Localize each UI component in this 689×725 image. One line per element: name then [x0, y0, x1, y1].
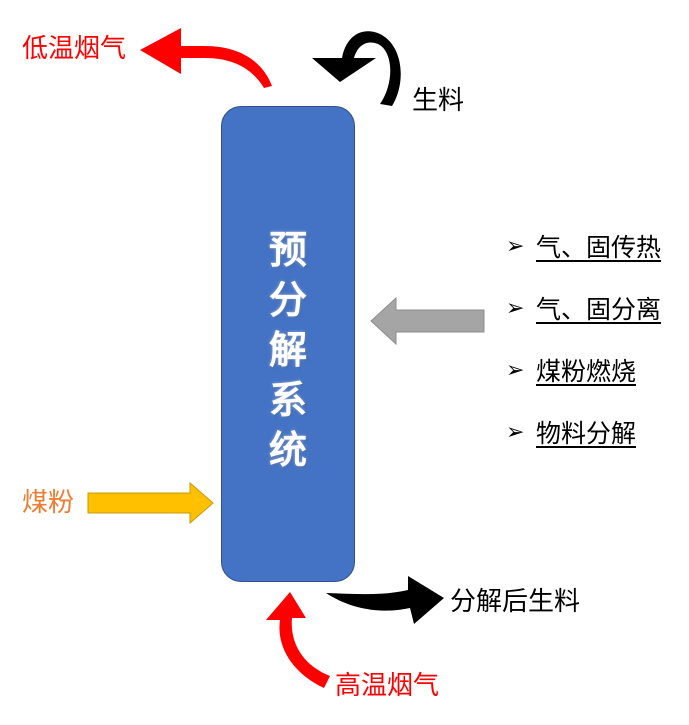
function-list: ➢ 气、固传热 ➢ 气、固分离 ➢ 煤粉燃烧 ➢ 物料分解: [506, 215, 661, 463]
system-title: 预 分 解 系 统: [222, 225, 354, 475]
high-temp-flue-gas-arrow: [266, 592, 330, 688]
raw-meal-arrow: [312, 31, 401, 106]
list-item: ➢ 气、固传热: [506, 215, 661, 277]
system-title-char: 分: [268, 278, 307, 322]
function-label: 气、固分离: [536, 295, 662, 324]
decomposed-raw-meal-label: 分解后生料: [450, 587, 581, 617]
function-label: 物料分解: [536, 419, 637, 448]
preheater-decomposition-system-box: 预 分 解 系 统: [221, 106, 355, 582]
list-item: ➢ 气、固分离: [506, 277, 661, 339]
arrow-bullet-icon: ➢: [506, 419, 525, 445]
list-item: ➢ 物料分解: [506, 401, 661, 463]
arrow-bullet-icon: ➢: [506, 295, 525, 321]
system-title-char: 统: [268, 428, 307, 472]
function-label: 煤粉燃烧: [536, 357, 637, 386]
high-temp-flue-gas-label: 高温烟气: [335, 671, 440, 701]
list-item: ➢ 煤粉燃烧: [506, 339, 661, 401]
function-label: 气、固传热: [536, 233, 662, 262]
system-title-char: 预: [268, 228, 307, 272]
decomposed-raw-meal-arrow: [326, 576, 444, 624]
arrow-bullet-icon: ➢: [506, 357, 525, 383]
coal-powder-arrow: [87, 481, 214, 525]
arrow-bullet-icon: ➢: [506, 233, 525, 259]
system-title-char: 解: [268, 328, 307, 372]
raw-meal-label: 生料: [412, 86, 465, 116]
low-temp-flue-gas-arrow: [140, 28, 272, 88]
gray-input-arrow: [370, 296, 485, 346]
coal-powder-label: 煤粉: [22, 488, 75, 518]
system-title-char: 系: [268, 378, 307, 422]
low-temp-flue-gas-label: 低温烟气: [22, 34, 127, 64]
